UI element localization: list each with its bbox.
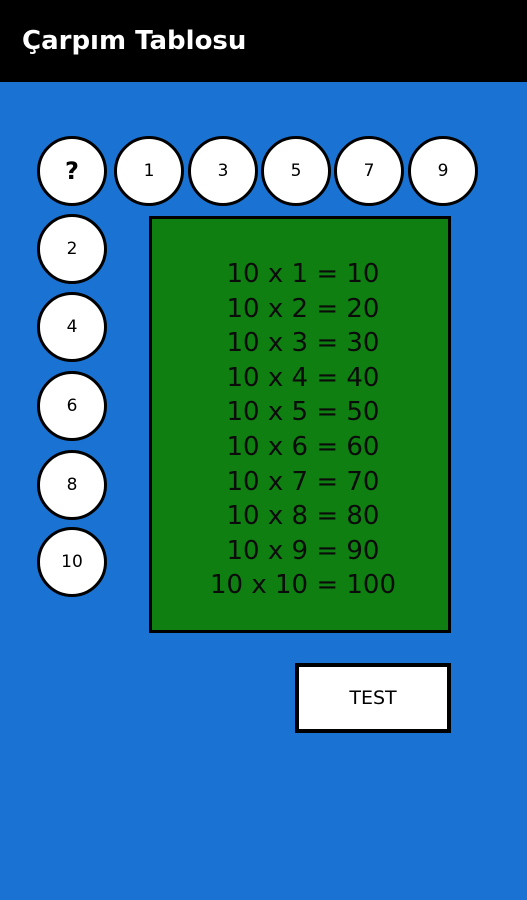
table-row: 10 x 1 = 10 [226,259,380,289]
multiplication-table-list: 10 x 1 = 10 10 x 2 = 20 10 x 3 = 30 10 x… [152,257,448,603]
table-row: 10 x 3 = 30 [226,328,380,359]
table-row: 10 x 5 = 50 [226,397,380,428]
number-button-9[interactable]: 9 [408,136,478,206]
number-button-4[interactable]: 4 [37,292,107,362]
number-button-2[interactable]: 2 [37,214,107,284]
table-row: 10 x 9 = 90 [226,535,380,566]
table-row: 10 x 8 = 80 [226,501,380,532]
table-row: 10 x 2 = 20 [226,293,380,324]
number-button-10[interactable]: 10 [37,527,107,597]
number-button-5[interactable]: 5 [261,136,331,206]
table-row: 10 x 10 = 100 [209,570,397,601]
app-title: Çarpım Tablosu [22,26,247,56]
number-button-7[interactable]: 7 [334,136,404,206]
table-row: 10 x 6 = 60 [226,431,380,462]
number-button-6[interactable]: 6 [37,371,107,441]
test-button[interactable]: TEST [295,663,451,733]
number-button-1[interactable]: 1 [114,136,184,206]
number-button-8[interactable]: 8 [37,450,107,520]
app-bar: Çarpım Tablosu [0,0,527,82]
random-question-button[interactable]: ? [37,136,107,206]
table-row: 10 x 7 = 70 [226,466,380,497]
number-button-3[interactable]: 3 [188,136,258,206]
multiplication-table-panel: 10 x 1 = 10 10 x 2 = 20 10 x 3 = 30 10 x… [149,216,451,633]
table-row: 10 x 4 = 40 [226,362,380,393]
